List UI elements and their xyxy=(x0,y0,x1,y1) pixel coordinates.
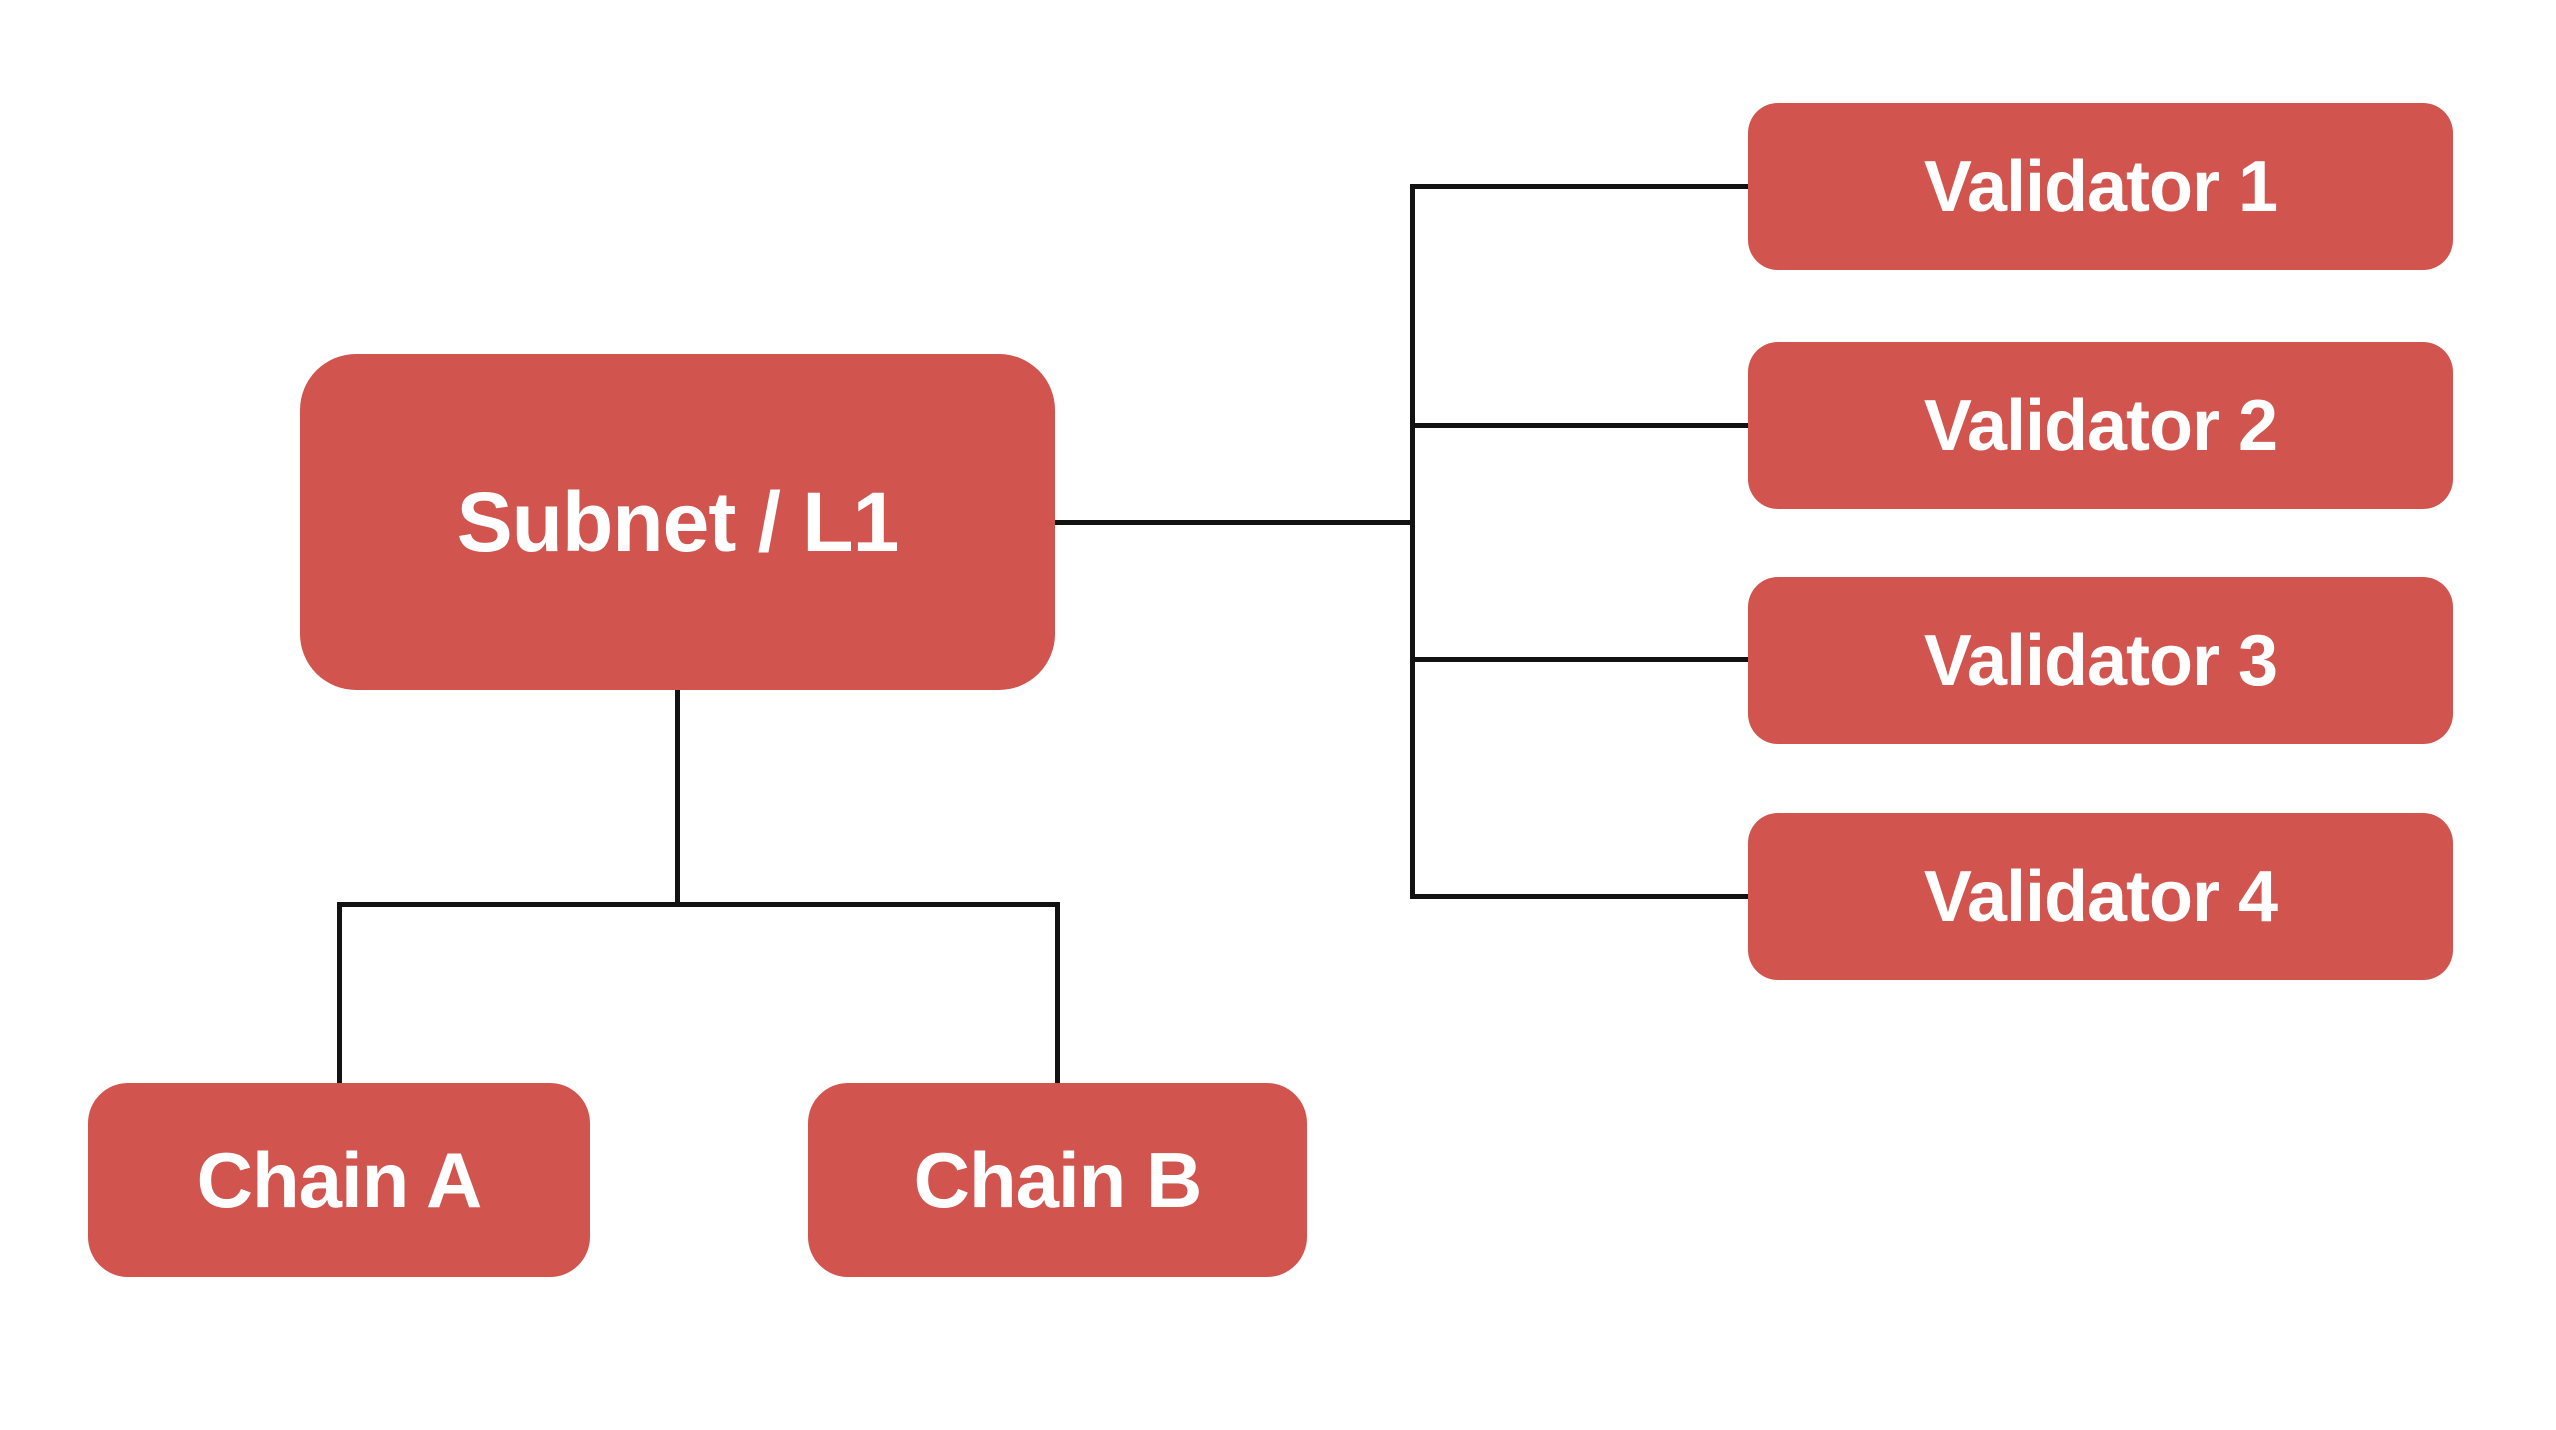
connector-branch-validator-1 xyxy=(1410,184,1748,189)
node-subnet-l1-label: Subnet / L1 xyxy=(456,474,900,569)
node-chain-b-label: Chain B xyxy=(913,1135,1203,1224)
node-validator-3: Validator 3 xyxy=(1748,577,2453,744)
node-chain-a-label: Chain A xyxy=(196,1135,483,1224)
node-validator-3-label: Validator 3 xyxy=(1923,620,2278,701)
connector-drop-chain-b xyxy=(1055,902,1060,1083)
connector-chains-horizontal xyxy=(337,902,1060,907)
connector-subnet-to-validator-trunk xyxy=(1055,520,1415,525)
connector-validator-trunk xyxy=(1410,184,1415,899)
node-validator-1: Validator 1 xyxy=(1748,103,2453,270)
connector-branch-validator-2 xyxy=(1410,423,1748,428)
node-validator-4: Validator 4 xyxy=(1748,813,2453,980)
node-subnet-l1: Subnet / L1 xyxy=(300,354,1055,690)
node-chain-b: Chain B xyxy=(808,1083,1307,1277)
connector-branch-validator-4 xyxy=(1410,894,1748,899)
node-validator-1-label: Validator 1 xyxy=(1923,146,2278,227)
connector-branch-validator-3 xyxy=(1410,657,1748,662)
node-validator-2: Validator 2 xyxy=(1748,342,2453,509)
node-validator-2-label: Validator 2 xyxy=(1923,385,2278,466)
connector-subnet-stem xyxy=(675,690,680,905)
node-chain-a: Chain A xyxy=(88,1083,590,1277)
node-validator-4-label: Validator 4 xyxy=(1923,856,2278,937)
connector-drop-chain-a xyxy=(337,902,342,1083)
